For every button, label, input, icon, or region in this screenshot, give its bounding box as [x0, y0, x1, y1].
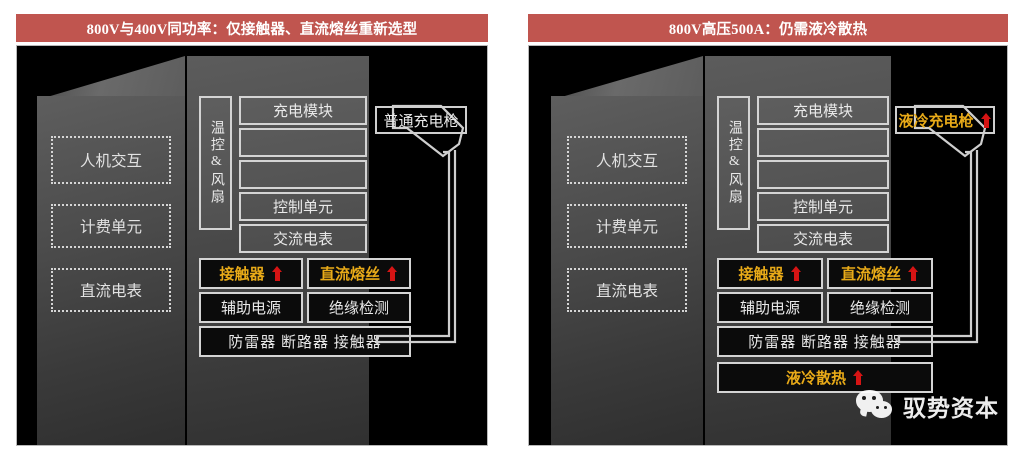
- panel-right-box-charging-module-label: 充电模块: [792, 104, 853, 120]
- wechat-eye: [884, 406, 887, 409]
- panel-right-charging-gun-cable: [897, 104, 987, 344]
- panel-right-box-dc-meter: 直流电表: [567, 268, 687, 312]
- panel-right-gun-label: 液冷充电枪: [895, 106, 995, 134]
- panel-right-box-charging-module-3: [757, 160, 889, 189]
- watermark: 驭势资本: [856, 389, 999, 423]
- cabinet-left-front-face: [37, 96, 185, 445]
- cabinet-right-top-face: [551, 56, 703, 100]
- panel-right-box-control-unit-label: 控制单元: [792, 200, 853, 216]
- wechat-eye: [872, 396, 876, 400]
- panel-right-box-dc-fuse: 直流熔丝: [827, 258, 933, 289]
- panel-right-board: 人机交互 计费单元 直流电表 温控&风扇 充电模块 控制: [528, 45, 1008, 446]
- cabinet-right-front-face: [551, 96, 703, 445]
- panel-left-box-contactor-label: 接触器: [219, 267, 265, 283]
- panel-left-box-hmi: 人机交互: [51, 136, 171, 184]
- wechat-bubble-small: [871, 401, 892, 418]
- panel-left-box-aux-power-label: 辅助电源: [220, 301, 281, 317]
- panel-left-box-dc-meter-label: 直流电表: [79, 283, 142, 300]
- panel-right-box-thermal-fan: 温控&风扇: [717, 96, 750, 230]
- panel-right-box-billing: 计费单元: [567, 204, 687, 248]
- panel-right-box-hmi: 人机交互: [567, 136, 687, 184]
- panel-right-box-charging-module-2: [757, 128, 889, 157]
- up-arrow-icon: [271, 266, 283, 281]
- panel-left-box-protection-row: 防雷器 断路器 接触器: [199, 326, 411, 357]
- panel-left-box-dc-meter: 直流电表: [51, 268, 171, 312]
- panel-left-box-thermal-fan: 温控&风扇: [199, 96, 232, 230]
- wechat-icon: [856, 390, 898, 422]
- panel-right-box-aux-power: 辅助电源: [717, 292, 823, 323]
- panel-left-box-insulation-detect: 绝缘检测: [307, 292, 411, 323]
- up-arrow-icon: [980, 112, 992, 128]
- panel-left-charging-gun-cable: [375, 104, 465, 344]
- wechat-eye: [862, 396, 866, 400]
- panel-right-box-liquid-cooling: 液冷散热: [717, 362, 933, 393]
- panel-left-box-thermal-fan-label: 温控&风扇: [208, 120, 224, 206]
- panel-right-box-control-unit: 控制单元: [757, 192, 889, 221]
- panel-left-title-bar: 800V与400V同功率：仅接触器、直流熔丝重新选型: [16, 14, 488, 42]
- panel-left-box-protection-row-label: 防雷器 断路器 接触器: [228, 335, 382, 351]
- panel-left-box-ac-meter-label: 交流电表: [272, 232, 333, 248]
- panel-right-box-contactor: 接触器: [717, 258, 823, 289]
- wechat-eye: [876, 406, 879, 409]
- panel-right-title: 800V高压500A：仍需液冷散热: [668, 21, 868, 38]
- panel-right-box-contactor-label: 接触器: [738, 267, 784, 283]
- panel-right-box-protection-row: 防雷器 断路器 接触器: [717, 326, 933, 357]
- panel-right-box-ac-meter-label: 交流电表: [792, 232, 853, 248]
- panel-right-box-dc-meter-label: 直流电表: [595, 283, 658, 300]
- panel-left-box-dc-fuse: 直流熔丝: [307, 258, 411, 289]
- panel-right-box-ac-meter: 交流电表: [757, 224, 889, 253]
- panel-left-board: 人机交互 计费单元 直流电表 温控&风扇 充电模块 控制: [16, 45, 488, 446]
- panel-right-box-protection-row-label: 防雷器 断路器 接触器: [748, 335, 902, 351]
- panel-left-box-charging-module: 充电模块: [239, 96, 367, 125]
- panel-left-box-ac-meter: 交流电表: [239, 224, 367, 253]
- up-arrow-icon: [908, 266, 919, 281]
- panel-right-title-bar: 800V高压500A：仍需液冷散热: [528, 14, 1008, 42]
- panel-right-box-liquid-cooling-label: 液冷散热: [785, 371, 846, 387]
- panel-right-box-insulation-detect-label: 绝缘检测: [849, 301, 910, 317]
- panel-left-box-control-unit: 控制单元: [239, 192, 367, 221]
- panel-right-box-billing-label: 计费单元: [595, 219, 658, 236]
- panel-left-box-hmi-label: 人机交互: [79, 153, 142, 170]
- panel-left-gun-label-text: 普通充电枪: [383, 113, 459, 130]
- panel-right-box-aux-power-label: 辅助电源: [739, 301, 800, 317]
- panel-left-box-billing-label: 计费单元: [79, 219, 142, 236]
- panel-right: 800V高压500A：仍需液冷散热 人机交互 计费单元 直流电表 温控&风扇: [528, 14, 1008, 446]
- panel-right-box-charging-module: 充电模块: [757, 96, 889, 125]
- cabinet-left-main-face: [187, 56, 369, 445]
- panel-left-box-control-unit-label: 控制单元: [272, 200, 333, 216]
- up-arrow-icon: [790, 266, 802, 281]
- panel-right-gun-label-text: 液冷充电枪: [898, 113, 974, 130]
- panel-left-box-charging-module-3: [239, 160, 367, 189]
- panel-right-box-dc-fuse-label: 直流熔丝: [840, 267, 901, 283]
- panel-left-box-contactor: 接触器: [199, 258, 303, 289]
- panel-left: 800V与400V同功率：仅接触器、直流熔丝重新选型 人机交互 计费单元 直流电…: [16, 14, 488, 446]
- up-arrow-icon: [853, 370, 864, 385]
- panel-left-box-billing: 计费单元: [51, 204, 171, 248]
- panel-left-box-insulation-detect-label: 绝缘检测: [328, 301, 389, 317]
- watermark-text: 驭势资本: [903, 396, 999, 421]
- panel-left-box-aux-power: 辅助电源: [199, 292, 303, 323]
- panel-left-title: 800V与400V同功率：仅接触器、直流熔丝重新选型: [86, 21, 418, 38]
- panel-right-box-hmi-label: 人机交互: [595, 153, 658, 170]
- up-arrow-icon: [387, 266, 398, 281]
- panel-left-box-charging-module-label: 充电模块: [272, 104, 333, 120]
- panel-left-box-dc-fuse-label: 直流熔丝: [319, 267, 380, 283]
- cabinet-left-top-face: [37, 56, 185, 100]
- panel-left-box-charging-module-2: [239, 128, 367, 157]
- panel-left-gun-label: 普通充电枪: [375, 106, 467, 134]
- panel-right-box-thermal-fan-label: 温控&风扇: [726, 120, 742, 206]
- panel-right-box-insulation-detect: 绝缘检测: [827, 292, 933, 323]
